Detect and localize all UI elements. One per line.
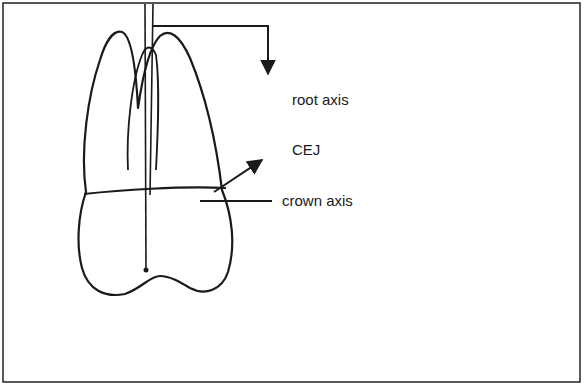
root-inner-line bbox=[128, 48, 159, 171]
cej-line bbox=[84, 187, 226, 194]
leader-line bbox=[214, 160, 262, 192]
part-label: crown axis bbox=[282, 192, 353, 210]
leader-line bbox=[153, 26, 268, 74]
frame bbox=[3, 3, 580, 382]
root-axis-line bbox=[150, 4, 153, 195]
crown-axis-line bbox=[145, 4, 146, 270]
leader-line bbox=[200, 200, 272, 202]
part-label: root axis bbox=[292, 91, 349, 109]
part-label: CEJ bbox=[292, 141, 320, 159]
tooth-outline bbox=[79, 32, 233, 295]
axis-dot bbox=[144, 268, 149, 273]
